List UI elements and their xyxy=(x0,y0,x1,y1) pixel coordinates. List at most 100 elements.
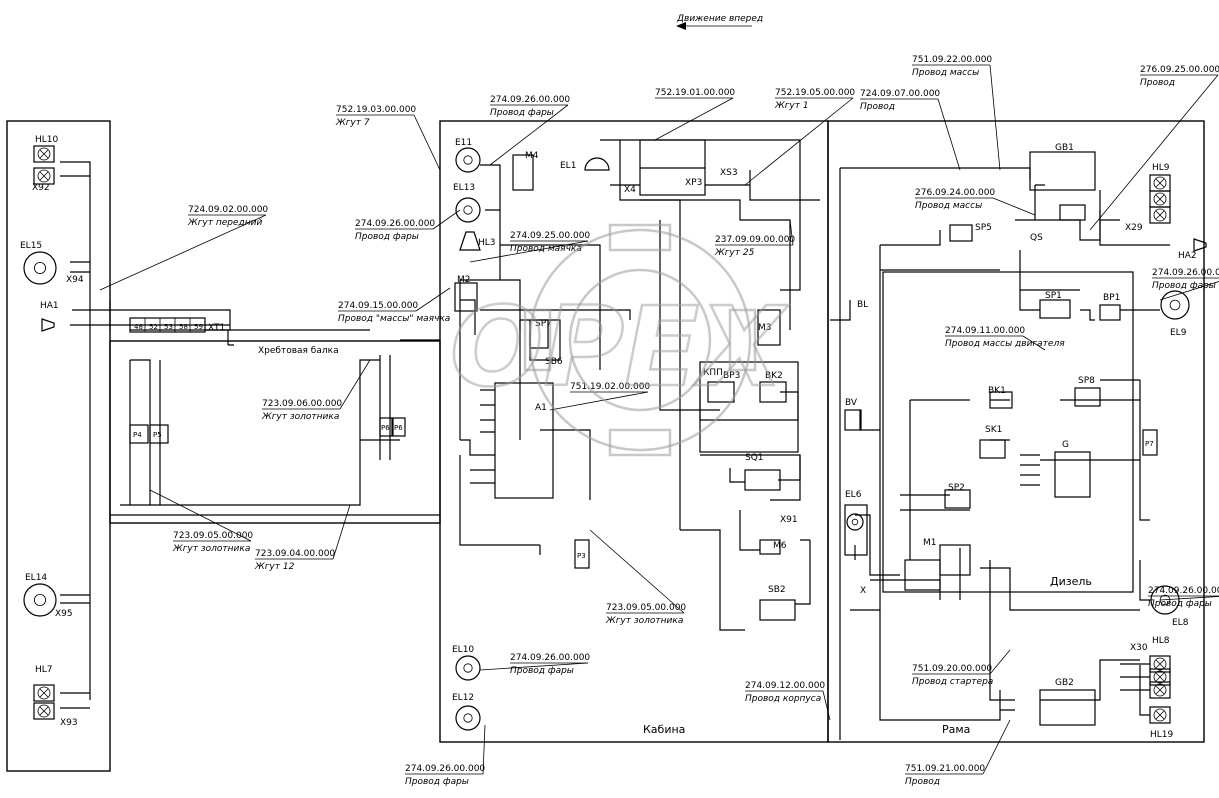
relay-BK2 xyxy=(759,381,787,403)
rear-frame xyxy=(827,120,1205,743)
callout-code: 276.09.24.00.000 xyxy=(915,188,995,198)
switch-SQ1 xyxy=(744,469,781,491)
horn-icon xyxy=(1193,238,1207,252)
motor-M2 xyxy=(454,282,478,312)
component-sq1: SQ1 xyxy=(745,453,764,463)
lamp-EL6-box xyxy=(844,504,868,556)
component-hl10: HL10 xyxy=(35,135,59,145)
callout-desc: Жгут 25 xyxy=(714,248,755,258)
component-ha1: HA1 xyxy=(40,301,59,311)
sensor-BP3 xyxy=(707,381,735,403)
engine-label: Дизель xyxy=(1050,575,1092,588)
component-xs3: XS3 xyxy=(720,168,738,178)
component-sp1: SP1 xyxy=(1045,291,1062,301)
component-m1: M1 xyxy=(923,538,937,548)
callout-code: 276.09.25.00.000 xyxy=(1140,65,1219,75)
gearbox-label: КПП xyxy=(703,368,723,378)
callout-desc: Провод фары xyxy=(405,777,469,787)
callout-desc: Провод массы двигателя xyxy=(945,339,1065,349)
callout-desc: Провод xyxy=(860,102,895,112)
component-el1: EL1 xyxy=(560,161,576,171)
component-hl8: HL8 xyxy=(1152,636,1170,646)
battery-GB2 xyxy=(1039,689,1096,726)
component-el6: EL6 xyxy=(845,490,862,500)
component-bv: BV xyxy=(845,398,858,408)
component-gb2: GB2 xyxy=(1055,678,1074,688)
direction-indicator: Движение вперед xyxy=(676,14,763,30)
component-sp8: SP8 xyxy=(1078,376,1095,386)
callout-desc: Провод массы xyxy=(912,68,979,78)
component-xp3: XP3 xyxy=(685,178,702,188)
component-sb2: SB2 xyxy=(768,585,786,595)
callout-code: 274.09.26.00.000 xyxy=(355,219,435,229)
component-bl: BL xyxy=(857,300,868,310)
component-g: G xyxy=(1062,440,1069,450)
component-el8: EL8 xyxy=(1172,618,1189,628)
callout-desc: Жгут золотника xyxy=(605,616,683,626)
signal-lamp-icon xyxy=(1149,174,1171,192)
callout-code: 723.09.05.00.000 xyxy=(173,531,253,541)
component-hl19: HL19 xyxy=(1150,730,1174,740)
lamp-group xyxy=(23,145,1207,731)
terminal-XT1 xyxy=(129,317,206,333)
callout-desc: Провод корпуса xyxy=(745,694,821,704)
starter-M1 xyxy=(904,559,941,591)
svg-text:58: 58 xyxy=(179,323,188,331)
interior-light-icon xyxy=(584,157,610,171)
switch-SP5 xyxy=(949,224,973,242)
headlight-icon xyxy=(455,147,481,173)
component-el15: EL15 xyxy=(20,241,42,251)
component-sp5: SP5 xyxy=(975,223,992,233)
callout-code: 724.09.02.00.000 xyxy=(188,205,268,215)
headlight-icon xyxy=(23,251,57,285)
devices xyxy=(129,139,1121,726)
callout-desc: Провод фары xyxy=(1148,599,1212,609)
component-gb1: GB1 xyxy=(1055,143,1074,153)
callout-code: 724.09.07.00.000 xyxy=(860,89,940,99)
callout-code: 237.09.09.00.000 xyxy=(715,235,795,245)
relay-BK1 xyxy=(989,391,1013,409)
relay-P6b: P6 xyxy=(394,424,403,432)
signal-lamp-icon xyxy=(33,684,55,702)
signal-lamp-icon xyxy=(1149,706,1171,724)
component-x95: X95 xyxy=(55,609,73,619)
headlight-icon xyxy=(455,655,481,681)
watermark-text: OPEX xyxy=(450,283,789,411)
callout-desc: Провод xyxy=(1140,78,1175,88)
component-bk2: BK2 xyxy=(765,371,783,381)
callout-desc: Провод маячка xyxy=(510,244,582,254)
component-x29: X29 xyxy=(1125,223,1143,233)
generator-G xyxy=(1054,451,1091,498)
callout-code: 274.09.12.00.000 xyxy=(745,681,825,691)
signal-lamp-icon xyxy=(1149,206,1171,224)
component-sb6: SB6 xyxy=(545,357,563,367)
component-sp7: SP7 xyxy=(535,319,552,329)
component-hl9: HL9 xyxy=(1152,163,1170,173)
sensor-BP1 xyxy=(1099,304,1121,321)
callout-desc: Провод фары xyxy=(1152,281,1216,291)
component-bk1: BK1 xyxy=(988,386,1006,396)
direction-label: Движение вперед xyxy=(676,14,763,24)
callout-code: 274.09.11.00.000 xyxy=(945,326,1025,336)
component-labels: HL10X92EL15X94HA1XT1EL14X95HL7X93E11EL13… xyxy=(20,135,1197,740)
component-m2: M2 xyxy=(457,275,471,285)
component-sk1: SK1 xyxy=(985,425,1002,435)
component-el10: EL10 xyxy=(452,645,474,655)
callout-desc: Провод xyxy=(905,777,940,787)
component-qs: QS xyxy=(1030,233,1043,243)
